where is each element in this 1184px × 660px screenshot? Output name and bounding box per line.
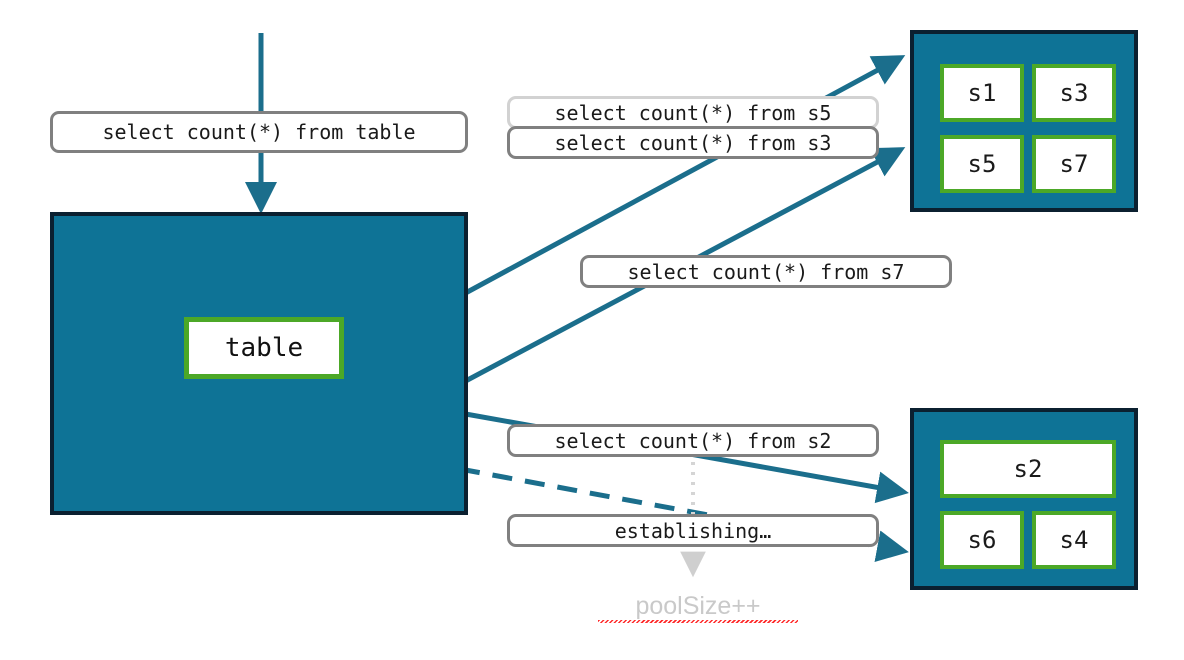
pool-slot-s5: s5 [940, 135, 1024, 193]
pool-slot-s6-label: s6 [967, 526, 997, 554]
table-container: table [50, 212, 468, 515]
query-label-s3-text: select count(*) from s3 [554, 130, 832, 155]
pool-panel-bottom: s2 s6 s4 [910, 408, 1138, 590]
pool-slot-s2: s2 [940, 440, 1116, 498]
query-label-s3: select count(*) from s3 [507, 126, 879, 159]
poolsize-annotation: poolSize++ [598, 592, 798, 625]
pool-slot-s6: s6 [940, 511, 1024, 569]
pool-slot-s4-label: s4 [1059, 526, 1089, 554]
query-label-s5: select count(*) from s5 [507, 96, 879, 129]
pool-slot-s2-label: s2 [1013, 455, 1043, 483]
query-label-s2: select count(*) from s2 [507, 424, 879, 457]
pool-slot-s7: s7 [1032, 135, 1116, 193]
query-label-main-text: select count(*) from table [102, 120, 416, 144]
query-label-main: select count(*) from table [50, 111, 468, 153]
table-slot-label: table [224, 333, 304, 363]
poolsize-annotation-text: poolSize++ [635, 592, 761, 620]
pool-slot-s4: s4 [1032, 511, 1116, 569]
query-label-s5-text: select count(*) from s5 [554, 100, 832, 125]
pool-slot-s3-label: s3 [1059, 79, 1089, 107]
pool-slot-s5-label: s5 [967, 150, 997, 178]
pool-slot-s1: s1 [940, 64, 1024, 122]
table-slot: table [184, 317, 344, 379]
query-label-establishing-text: establishing… [614, 518, 772, 543]
pool-slot-s1-label: s1 [967, 79, 997, 107]
query-label-s7-text: select count(*) from s7 [627, 259, 905, 284]
pool-slot-s3: s3 [1032, 64, 1116, 122]
query-label-s2-text: select count(*) from s2 [554, 428, 832, 453]
query-label-establishing: establishing… [507, 514, 879, 547]
pool-slot-s7-label: s7 [1059, 150, 1089, 178]
query-label-s7: select count(*) from s7 [580, 255, 952, 288]
pool-panel-top: s1 s3 s5 s7 [910, 30, 1138, 212]
